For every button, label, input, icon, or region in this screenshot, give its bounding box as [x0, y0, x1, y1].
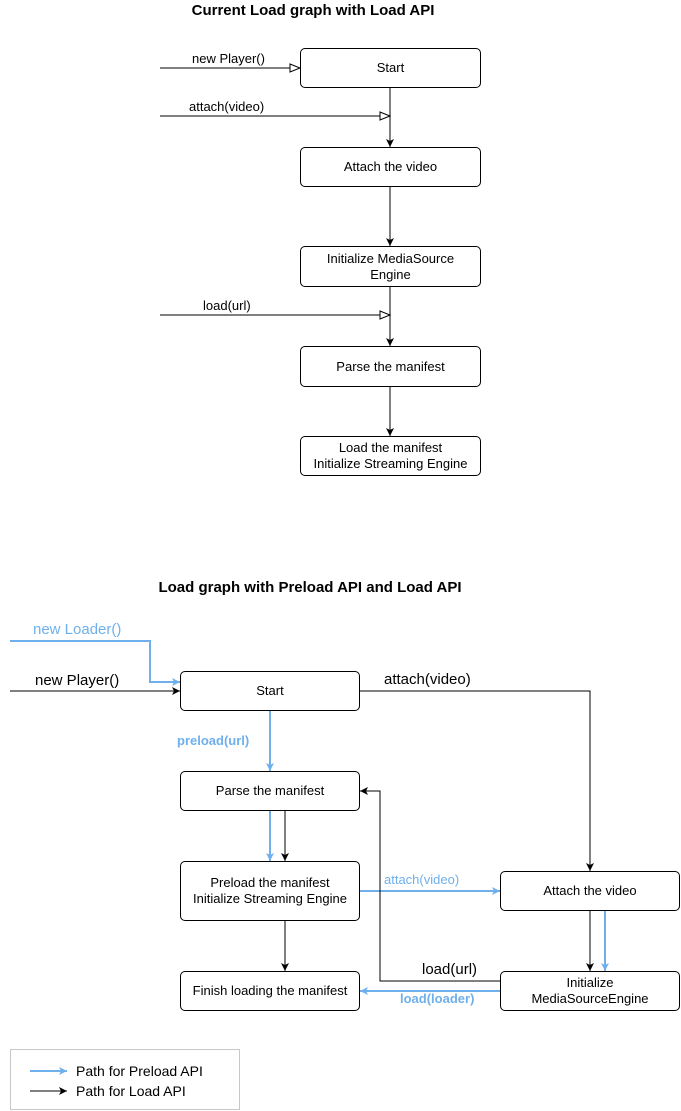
bottom-node-init-mse: Initialize MediaSourceEngine — [500, 971, 680, 1011]
bottom-diagram-title: Load graph with Preload API and Load API — [158, 579, 462, 596]
bottom-label-load-url: load(url) — [422, 961, 478, 978]
top-node-attach-video: Attach the video — [300, 147, 481, 187]
edge-start-to-attach-video — [360, 690, 594, 871]
bottom-node-start: Start — [180, 671, 360, 711]
top-label-new-player: new Player() — [192, 51, 265, 66]
bottom-node-attach-video: Attach the video — [500, 871, 680, 911]
bottom-node-parse-manifest: Parse the manifest — [180, 771, 360, 811]
top-node-start: Start — [300, 48, 481, 88]
legend: Path for Preload API Path for Load API — [10, 1049, 240, 1110]
bottom-label-new-player: new Player() — [35, 672, 120, 689]
edge-load-url-loop — [360, 787, 500, 982]
top-diagram-title: Current Load graph with Load API — [191, 2, 435, 19]
legend-preload-label: Path for Preload API — [76, 1063, 203, 1079]
legend-load-label: Path for Load API — [76, 1083, 186, 1099]
bottom-label-attach-video-blue: attach(video) — [384, 872, 460, 887]
bottom-node-preload-manifest: Preload the manifest Initialize Streamin… — [180, 861, 360, 921]
top-label-load-url: load(url) — [203, 298, 251, 313]
bottom-label-attach-video-black: attach(video) — [384, 671, 471, 688]
top-node-init-mse: Initialize MediaSource Engine — [300, 246, 481, 287]
top-node-load-manifest: Load the manifest Initialize Streaming E… — [300, 436, 481, 476]
bottom-label-load-loader: load(loader) — [400, 991, 475, 1006]
bottom-node-finish-loading: Finish loading the manifest — [180, 971, 360, 1011]
bottom-label-preload-url: preload(url) — [177, 733, 250, 748]
top-label-attach-video: attach(video) — [189, 99, 265, 114]
top-node-parse-manifest: Parse the manifest — [300, 346, 481, 387]
edge-new-loader — [10, 640, 180, 686]
bottom-label-new-loader: new Loader() — [33, 621, 122, 638]
